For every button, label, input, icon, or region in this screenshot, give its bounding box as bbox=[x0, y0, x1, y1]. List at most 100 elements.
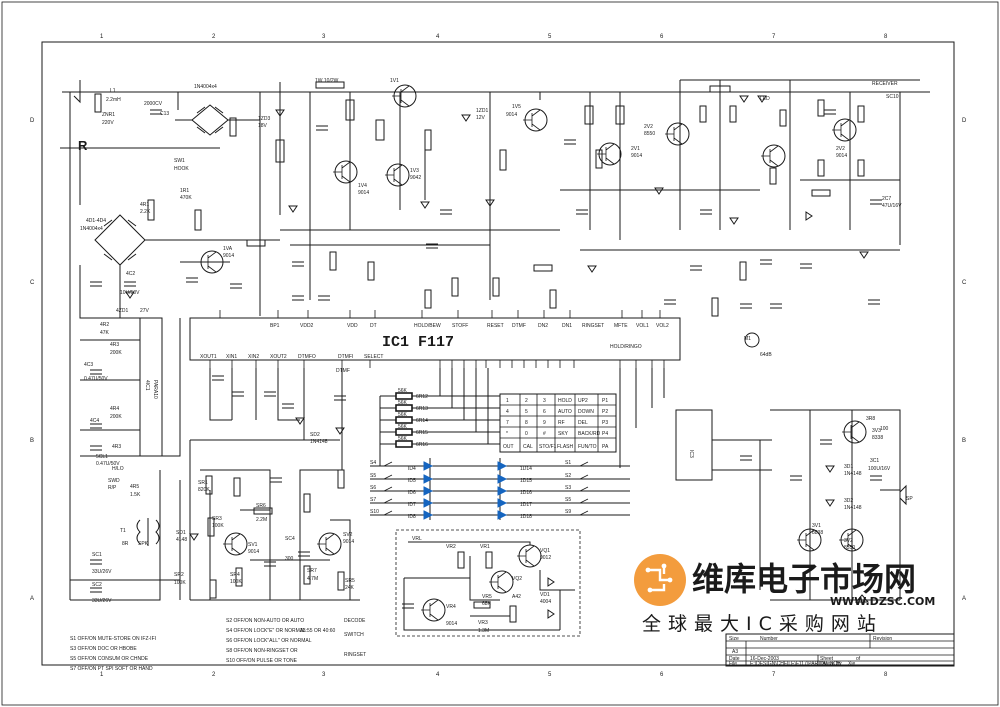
r44-value: 200K bbox=[110, 414, 122, 420]
sw1-ref: SW1 bbox=[174, 158, 185, 164]
row-resistor-ref: 6R14 bbox=[416, 418, 428, 424]
key-4: 4 bbox=[506, 409, 509, 415]
sq2-value: 9014 bbox=[343, 539, 354, 545]
r45-value: 1.5K bbox=[130, 492, 141, 498]
diode-icon bbox=[420, 201, 430, 209]
key-3: 3 bbox=[543, 398, 546, 404]
zd3-ref: 1ZD3 bbox=[258, 116, 270, 122]
note-decode: DECODE bbox=[344, 618, 366, 624]
diode-ref: ID5 bbox=[408, 478, 416, 484]
inner-frame bbox=[41, 41, 955, 666]
row-resistor-value: 56K bbox=[398, 400, 408, 406]
key-pa: PA bbox=[602, 444, 609, 450]
ic-pin-label: HOLD/BEW bbox=[414, 323, 441, 329]
diode-ref: 1D18 bbox=[520, 514, 532, 520]
row-label: D bbox=[30, 118, 35, 124]
revision-label: Revision bbox=[873, 636, 892, 642]
key-0: 0 bbox=[525, 431, 528, 437]
sd2-ref: SD2 bbox=[310, 432, 320, 438]
d31-value: 1N4148 bbox=[844, 471, 862, 477]
ic-pin-label: XOUT2 bbox=[270, 354, 287, 360]
l1-value: 2.2mH bbox=[106, 97, 121, 103]
key-cal: CAL bbox=[523, 444, 533, 450]
diode-icon bbox=[825, 465, 835, 473]
d31-ref: 3D1 bbox=[844, 464, 853, 470]
row-label: A bbox=[30, 596, 34, 602]
sr4-value: 100K bbox=[230, 579, 242, 585]
key-rf: RF bbox=[558, 420, 565, 426]
switch-ref: S3 bbox=[565, 485, 571, 491]
c2-value: 10U/50V bbox=[120, 290, 140, 296]
vr-panel-frame bbox=[395, 529, 581, 637]
sv5-value: 8550 bbox=[844, 545, 855, 551]
c17-ref: 2C7 bbox=[882, 196, 891, 202]
key-p1: P1 bbox=[602, 398, 608, 404]
col-label: 6 bbox=[660, 34, 664, 40]
znr-value: 220V bbox=[102, 120, 114, 126]
ic-pin-label: DTMFO bbox=[298, 354, 316, 360]
key-2: 2 bbox=[525, 398, 528, 404]
watermark-brand: 维库电子市场网 bbox=[692, 560, 916, 598]
q2-value: 8550 bbox=[644, 131, 655, 137]
diode-ref: 1D16 bbox=[520, 490, 532, 496]
zener-icon bbox=[125, 291, 135, 299]
diode-ref: ID6 bbox=[408, 490, 416, 496]
switch-ref: S4 bbox=[370, 460, 376, 466]
sr5-ref: SR5 bbox=[345, 578, 355, 584]
sr3-value: 100K bbox=[212, 523, 224, 529]
note-switch: SWITCH bbox=[344, 632, 364, 638]
swd-value: R/P bbox=[108, 485, 117, 491]
vq1-ref: VQ1 bbox=[540, 548, 550, 554]
file-value: E:\DESIGN\CHFILE\F117\PARTIAL.SCH bbox=[750, 661, 841, 667]
hl-label: H/LO bbox=[112, 466, 124, 472]
row-resistor-value: 56K bbox=[398, 412, 408, 418]
receiver-label: RECEIVER bbox=[872, 81, 898, 87]
top-labels: SW1 HOOK 1R1 470K 1ZD3 18V 1V1 1W 10/2W … bbox=[80, 78, 902, 314]
switch-ref: S9 bbox=[565, 509, 571, 515]
key-8: 8 bbox=[525, 420, 528, 426]
sd1-ref: SD1 bbox=[176, 530, 186, 536]
key-1: 1 bbox=[506, 398, 509, 404]
row-resistor-value: 56K bbox=[398, 424, 408, 430]
vr1-ref: VR1 bbox=[480, 544, 490, 550]
col-label: 7 bbox=[772, 672, 776, 678]
ic-top-pins: BP1 VDD2 VDD DT HOLD/BEW STOFF RESET DTM… bbox=[270, 323, 669, 329]
sr4-ref: SR4 bbox=[230, 572, 240, 578]
sv4-ref: 3V1 bbox=[812, 523, 821, 529]
vr3-value: 1.3M bbox=[478, 628, 489, 634]
col-label: 2 bbox=[212, 34, 216, 40]
diode-icon bbox=[547, 609, 555, 619]
diode-icon bbox=[485, 199, 495, 207]
c44-ref: 4C4 bbox=[90, 418, 99, 424]
d32-ref: 3D2 bbox=[844, 498, 853, 504]
r43-value: 200K bbox=[110, 350, 122, 356]
row-label: C bbox=[30, 280, 35, 286]
sr5-value: 24K bbox=[345, 585, 355, 591]
row-resistor-ref: 6R12 bbox=[416, 394, 428, 400]
col-label: 3 bbox=[322, 672, 326, 678]
r8-label: 1W 10/2W bbox=[315, 78, 339, 84]
key-6: 6 bbox=[543, 409, 546, 415]
c2-ref: 4C2 bbox=[126, 271, 135, 277]
q5-ref: 1V5 bbox=[512, 104, 521, 110]
row-label: D bbox=[962, 118, 967, 124]
key-7: 7 bbox=[506, 420, 509, 426]
diode-ref: 1D17 bbox=[520, 502, 532, 508]
zd1-ref: 1ZD1 bbox=[476, 108, 488, 114]
key-p3: P3 bbox=[602, 420, 608, 426]
d32-value: 1N4148 bbox=[844, 505, 862, 511]
key-p2: P2 bbox=[602, 409, 608, 415]
sv3-ref: 3V3 bbox=[872, 428, 881, 434]
switch-ref: S6 bbox=[370, 485, 376, 491]
diodes bbox=[125, 95, 869, 619]
col-label: 8 bbox=[884, 672, 888, 678]
q3-ref: 1V3 bbox=[410, 168, 419, 174]
sv4-value: 8838 bbox=[812, 530, 823, 536]
sr6-ref: SR6 bbox=[256, 503, 266, 509]
ic-pin-label: DN1 bbox=[562, 323, 572, 329]
row-label: A bbox=[962, 596, 966, 602]
ic-pin-label: DTMF bbox=[512, 323, 526, 329]
q5-value: 9014 bbox=[506, 112, 517, 118]
ic-pin-label: DN2 bbox=[538, 323, 548, 329]
